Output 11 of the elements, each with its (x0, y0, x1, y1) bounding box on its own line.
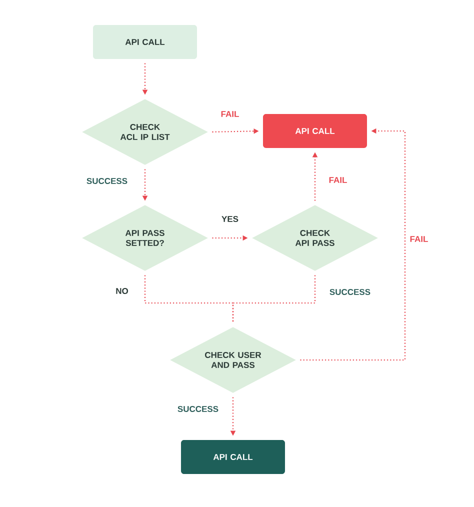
process-box: API CALL (181, 440, 285, 474)
edge-label: FAIL (328, 176, 348, 184)
edge-label: FAIL (408, 235, 430, 243)
process-box: API CALL (263, 114, 367, 148)
edge-label: SUCCESS (85, 177, 129, 185)
edge-label: YES (220, 215, 240, 223)
edge-label: NO (114, 287, 130, 295)
edge-label: SUCCESS (328, 288, 372, 296)
process-box: API CALL (93, 25, 197, 59)
edge-label: SUCCESS (176, 404, 220, 413)
edge-label: FAIL (220, 110, 240, 118)
